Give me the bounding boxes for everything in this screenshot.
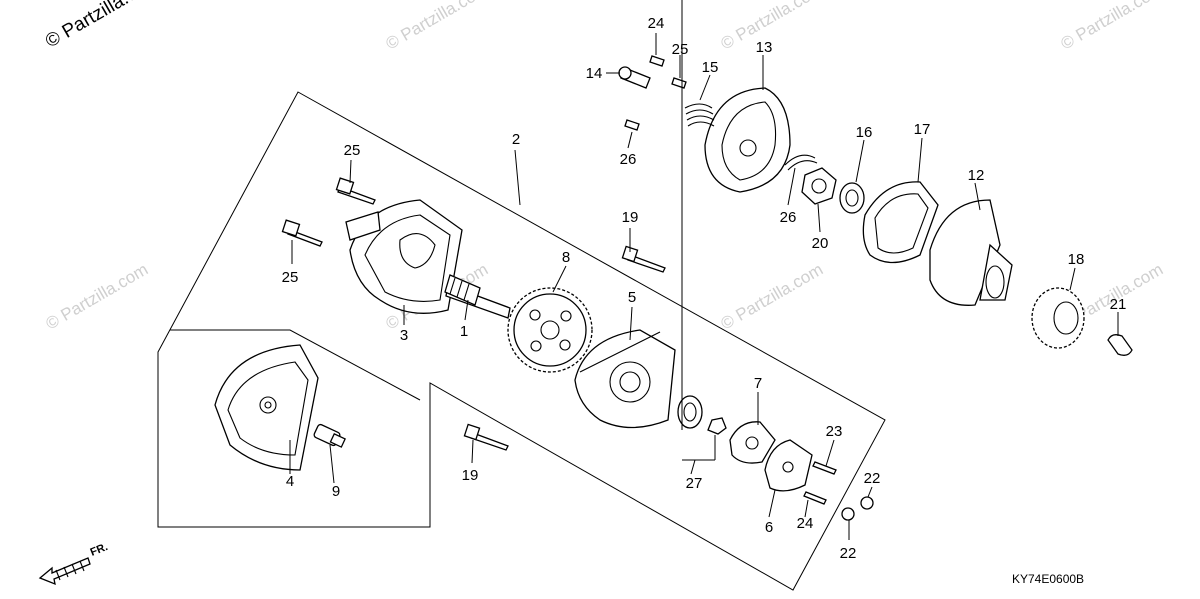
front-label: FR. — [89, 541, 110, 559]
callout-24: 24 — [797, 515, 814, 532]
callout-14: 14 — [586, 65, 603, 82]
callout-8: 8 — [562, 249, 570, 266]
part-26-clip — [784, 154, 818, 171]
watermark-corner: © Partzilla.com — [42, 0, 163, 52]
part-19-bolts — [463, 245, 666, 451]
part-16-washer — [839, 182, 865, 214]
part-23-bolts — [281, 177, 376, 247]
callout-4: 4 — [286, 473, 294, 490]
callout-21: 21 — [1110, 296, 1127, 313]
front-arrow-icon — [38, 557, 91, 586]
callout-19: 19 — [622, 209, 639, 226]
watermark: © Partzilla.com — [43, 260, 152, 334]
callout-6: 6 — [765, 519, 773, 536]
callout-27: 27 — [686, 475, 703, 492]
part-21-key — [1107, 334, 1133, 356]
drawing-code: KY74E0600B — [1012, 572, 1084, 586]
callout-13: 13 — [756, 39, 773, 56]
leader-lines — [289, 0, 1119, 540]
part-24-screws — [803, 461, 837, 505]
part-25-screws — [624, 55, 687, 131]
front-direction-marker: FR. — [38, 541, 110, 586]
assembly-outline — [157, 91, 886, 591]
part-9-fitting — [313, 423, 346, 448]
part-20-nut — [801, 167, 837, 205]
part-22-clips — [841, 496, 874, 521]
part-8-gear — [507, 287, 593, 373]
callout-labels: 2 25 25 3 1 8 5 19 4 9 19 27 7 6 23 24 2… — [282, 15, 1127, 562]
callout-25: 25 — [672, 41, 689, 58]
part-14-pin — [618, 66, 651, 89]
callout-19: 19 — [462, 467, 479, 484]
callout-15: 15 — [702, 59, 719, 76]
callout-1: 1 — [460, 323, 468, 340]
callout-25: 24 — [648, 15, 665, 32]
part-3-pump-body — [345, 199, 463, 314]
assembly-frame — [157, 91, 886, 591]
callout-17: 17 — [914, 121, 931, 138]
part-18-gear — [1031, 287, 1085, 349]
part-27-seal — [677, 395, 727, 435]
callout-7: 7 — [754, 375, 762, 392]
part-13-cover — [704, 87, 791, 193]
callout-12: 12 — [968, 167, 985, 184]
callout-24: 23 — [826, 423, 843, 440]
callout-23: 25 — [282, 269, 299, 286]
part-7-plate — [729, 421, 776, 464]
part-12-flange — [929, 199, 1013, 306]
callout-22: 22 — [864, 470, 881, 487]
part-5-housing — [574, 329, 676, 429]
part-17-gasket — [862, 181, 939, 264]
callout-3: 3 — [400, 327, 408, 344]
sub-assembly-line — [170, 329, 421, 401]
callout-5: 5 — [628, 289, 636, 306]
callout-2: 2 — [512, 131, 520, 148]
callout-20: 20 — [812, 235, 829, 252]
watermark: © Partzilla.com — [718, 260, 827, 334]
callout-18: 18 — [1068, 251, 1085, 268]
callout-22: 22 — [840, 545, 857, 562]
callout-16: 16 — [856, 124, 873, 141]
part-4-cover — [214, 344, 319, 471]
watermark: © Partzilla.com — [383, 0, 492, 53]
part-1-shaft — [444, 274, 511, 319]
part-6-cover-plate — [764, 439, 813, 492]
callout-23: 25 — [344, 142, 361, 159]
callout-9: 9 — [332, 483, 340, 500]
watermark: © Partzilla.com — [1058, 0, 1167, 53]
callout-26: 26 — [780, 209, 797, 226]
part-15-spring — [684, 103, 715, 127]
callout-25: 26 — [620, 151, 637, 168]
